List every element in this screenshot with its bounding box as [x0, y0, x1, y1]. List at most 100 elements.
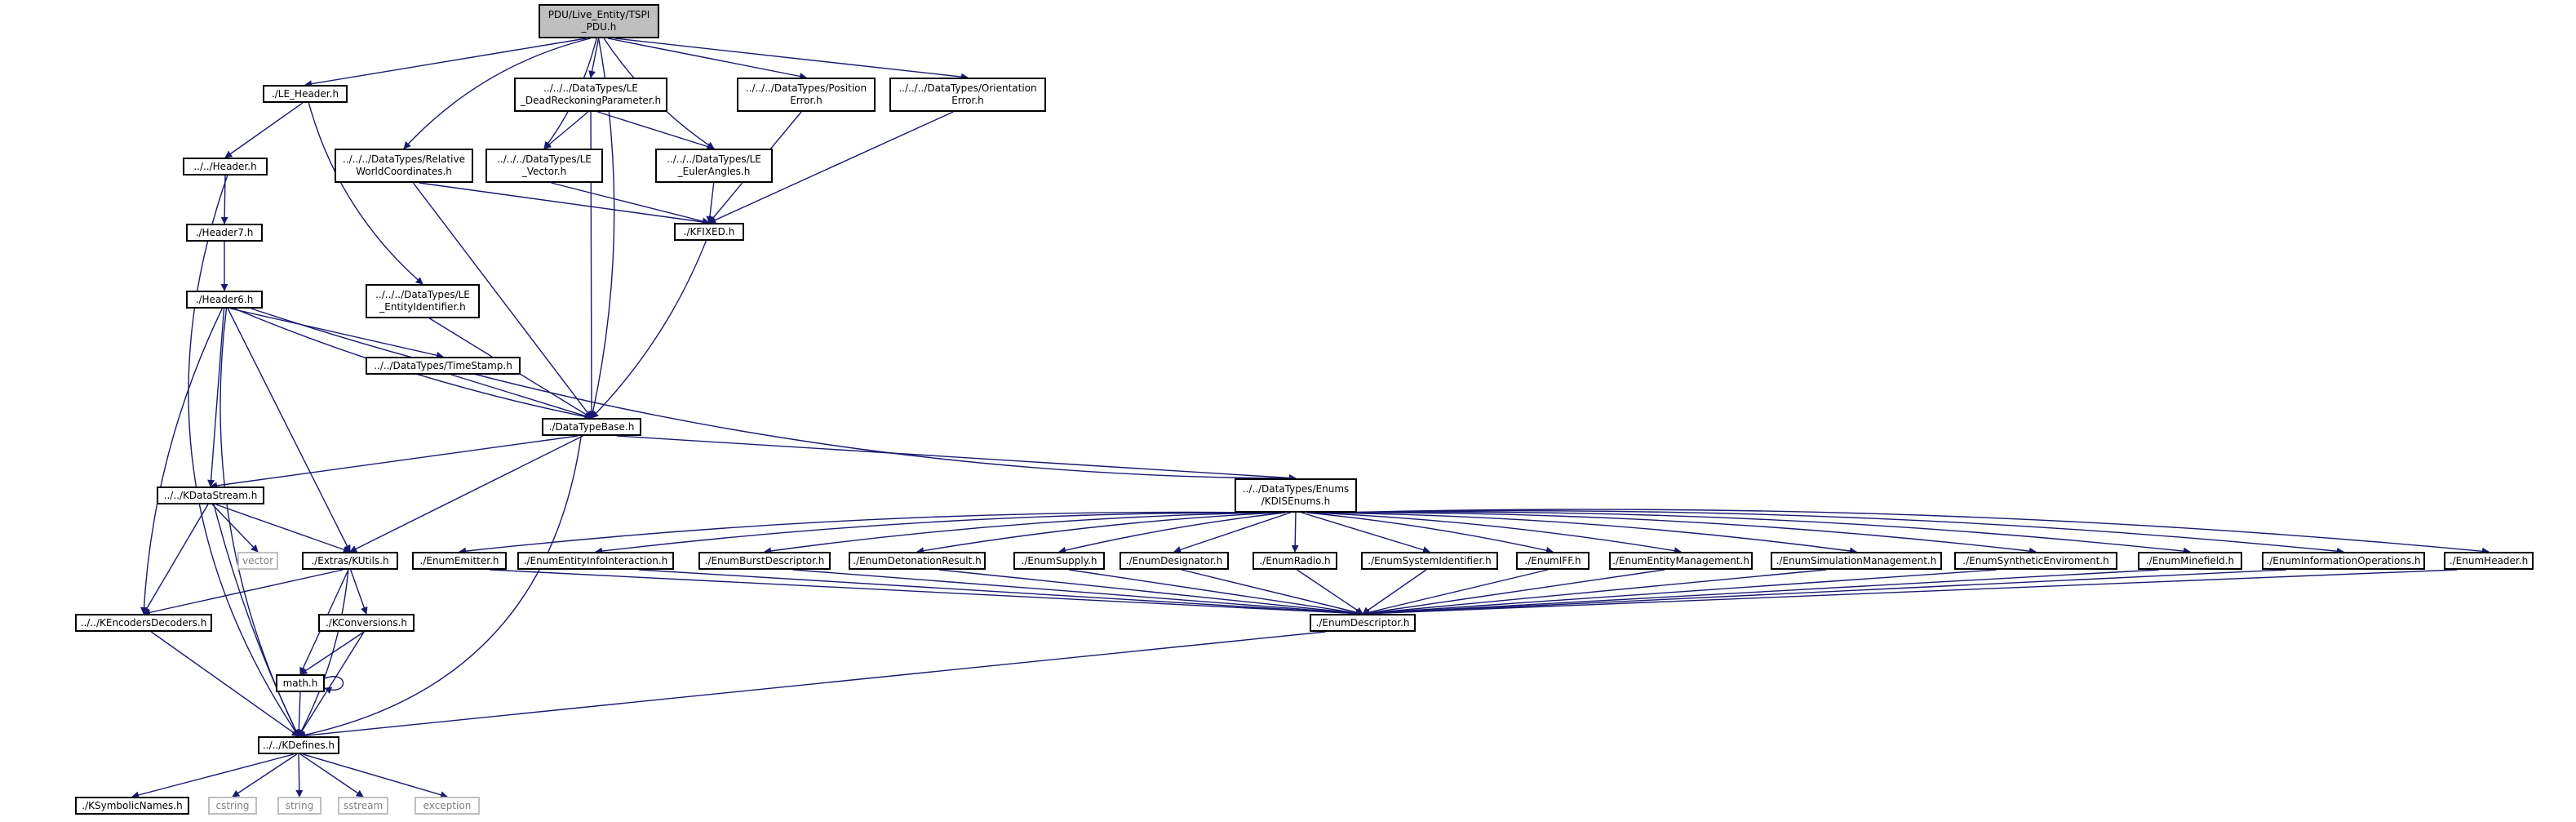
edge-kdis-enums-to-enum-minefield — [1334, 511, 2191, 555]
node-data-type-base[interactable]: ./DataTypeBase.h — [542, 418, 641, 436]
edge-data-type-base-to-kdefines — [298, 435, 582, 739]
edge-kdis-enums-to-enum-detonation-result — [916, 512, 1279, 555]
edge-kconversions-to-math — [299, 631, 365, 675]
edge-kdis-enums-to-enum-synthetic-enviroment — [1328, 512, 2037, 555]
node-enum-iff[interactable]: ./EnumIFF.h — [1516, 552, 1589, 570]
node-timestamp[interactable]: ../../DataTypes/TimeStamp.h — [366, 357, 521, 375]
edge-dead-reckoning-parameter-to-le-vector — [543, 111, 589, 149]
node-enum-supply[interactable]: ./EnumSupply.h — [1013, 552, 1105, 570]
edge-header-to-kdefines — [188, 175, 299, 737]
node-le-header[interactable]: ./LE_Header.h — [263, 85, 348, 103]
edge-data-type-base-to-kutils — [349, 435, 583, 553]
edge-enum-system-identifier-to-enum-descriptor — [1362, 569, 1427, 615]
edge-kdis-enums-to-enum-radio — [1291, 512, 1299, 553]
node-enum-detonation-result[interactable]: ./EnumDetonationResult.h — [849, 552, 986, 570]
node-exception[interactable]: exception — [415, 797, 480, 815]
edge-kfixed-to-data-type-base — [591, 240, 707, 419]
edge-math-self-loop — [324, 676, 344, 695]
node-enum-descriptor[interactable]: ./EnumDescriptor.h — [1310, 614, 1416, 632]
node-enum-minefield[interactable]: ./EnumMinefield.h — [2138, 552, 2242, 570]
node-kdefines[interactable]: ../../KDefines.h — [258, 736, 339, 754]
node-enum-radio[interactable]: ./EnumRadio.h — [1253, 552, 1337, 570]
edge-header6-to-kdis-enums — [251, 308, 1297, 482]
edge-kutils-to-kdefines — [298, 569, 349, 737]
node-kutils[interactable]: ./Extras/KUtils.h — [302, 552, 398, 570]
edge-kdata-stream-to-kdefines — [213, 504, 299, 737]
node-enum-header[interactable]: ./EnumHeader.h — [2444, 552, 2534, 570]
node-sstream[interactable]: sstream — [338, 797, 388, 815]
node-dead-reckoning-parameter[interactable]: ../../../DataTypes/LE _DeadReckoningPara… — [514, 78, 667, 112]
edge-kconversions-to-kdefines — [298, 631, 365, 737]
edge-root-to-relative-world-coordinates — [403, 38, 591, 149]
node-le-entity-identifier[interactable]: ../../../DataTypes/LE _EntityIdentifier.… — [366, 284, 480, 318]
node-kfixed[interactable]: ./KFIXED.h — [674, 223, 744, 241]
node-kencoders-decoders[interactable]: ../../KEncodersDecoders.h — [75, 614, 212, 632]
node-string[interactable]: string — [277, 797, 321, 815]
node-enum-information-operations[interactable]: ./EnumInformationOperations.h — [2262, 552, 2425, 570]
node-cstring[interactable]: cstring — [208, 797, 257, 815]
edge-math-to-kdefines — [295, 691, 303, 737]
edge-relative-world-coordinates-to-data-type-base — [412, 182, 592, 419]
edge-header-to-header7 — [220, 175, 228, 224]
edge-enum-designator-to-enum-descriptor — [1181, 569, 1363, 616]
node-orientation-error[interactable]: ../../../DataTypes/Orientation Error.h — [889, 78, 1046, 112]
node-le-vector[interactable]: ../../../DataTypes/LE _Vector.h — [485, 149, 603, 183]
node-enum-entity-management[interactable]: ./EnumEntityManagement.h — [1609, 552, 1753, 570]
edge-enum-burst-descriptor-to-enum-descriptor — [792, 569, 1363, 617]
dependency-edges — [131, 38, 2490, 799]
edge-enum-iff-to-enum-descriptor — [1362, 569, 1549, 616]
edge-relative-world-coordinates-to-kfixed — [419, 182, 710, 226]
edge-kdis-enums-to-enum-burst-descriptor — [764, 512, 1273, 555]
edge-enum-detonation-result-to-enum-descriptor — [938, 569, 1363, 617]
edge-root-to-orientation-error — [614, 38, 969, 81]
node-header6[interactable]: ./Header6.h — [186, 291, 263, 309]
edge-kdefines-to-ksymbolic-names — [131, 753, 295, 799]
edge-kdis-enums-to-enum-iff — [1306, 512, 1554, 554]
node-enum-system-identifier[interactable]: ./EnumSystemIdentifier.h — [1361, 552, 1498, 570]
edge-kdefines-to-sstream — [299, 753, 364, 798]
edge-enum-emitter-to-enum-descriptor — [490, 569, 1363, 618]
node-header7[interactable]: ./Header7.h — [186, 224, 263, 242]
edge-enum-descriptor-to-kdefines — [298, 631, 1326, 740]
edge-le-euler-angles-to-kfixed — [706, 182, 715, 224]
edge-kencoders-decoders-to-kdefines — [150, 631, 299, 737]
node-enum-entity-info-interaction[interactable]: ./EnumEntityInfoInteraction.h — [517, 552, 674, 570]
node-header[interactable]: ../../Header.h — [183, 158, 268, 176]
edge-kdis-enums-to-enum-designator — [1173, 512, 1291, 553]
edge-timestamp-to-data-type-base — [450, 374, 592, 420]
node-root[interactable]: PDU/Live_Entity/TSPI _PDU.h — [539, 4, 659, 38]
node-ksymbolic-names[interactable]: ./KSymbolicNames.h — [75, 797, 189, 815]
edge-kdata-stream-to-kencoders-decoders — [143, 504, 209, 615]
edge-enum-entity-management-to-enum-descriptor — [1362, 569, 1665, 617]
node-kdata-stream[interactable]: ../../KDataStream.h — [157, 487, 264, 504]
edge-enum-information-operations-to-enum-descriptor — [1362, 569, 2287, 618]
edge-enum-minefield-to-enum-descriptor — [1362, 569, 2160, 618]
node-enum-simulation-management[interactable]: ./EnumSimulationManagement.h — [1771, 552, 1942, 570]
edge-kdis-enums-to-enum-system-identifier — [1301, 512, 1430, 553]
edge-kdis-enums-to-enum-information-operations — [1338, 510, 2344, 555]
edge-kdis-enums-to-enum-header — [1338, 509, 2490, 555]
edge-root-to-position-error — [607, 38, 807, 80]
node-enum-synthetic-enviroment[interactable]: ./EnumSyntheticEnviroment.h — [1954, 552, 2117, 570]
edge-enum-entity-info-interaction-to-enum-descriptor — [638, 569, 1363, 617]
node-enum-burst-descriptor[interactable]: ./EnumBurstDescriptor.h — [698, 552, 831, 570]
node-enum-emitter[interactable]: ./EnumEmitter.h — [412, 552, 507, 570]
node-position-error[interactable]: ../../../DataTypes/Position Error.h — [737, 78, 876, 112]
node-enum-designator[interactable]: ./EnumDesignator.h — [1120, 552, 1229, 570]
edge-kdis-enums-to-enum-entity-info-interaction — [595, 512, 1266, 555]
node-vector[interactable]: vector — [237, 552, 278, 570]
node-le-euler-angles[interactable]: ../../../DataTypes/LE _EulerAngles.h — [655, 149, 773, 183]
node-kdis-enums[interactable]: ../../DataTypes/Enums /KDISEnums.h — [1235, 478, 1357, 513]
edge-kdis-enums-to-enum-entity-management — [1312, 512, 1682, 555]
edge-le-vector-to-kfixed — [551, 182, 710, 225]
edge-header6-to-kutils — [227, 308, 351, 553]
edge-kdis-enums-to-enum-supply — [1058, 512, 1286, 554]
edge-root-to-le-header — [304, 38, 587, 88]
node-kconversions[interactable]: ./KConversions.h — [318, 614, 415, 632]
node-relative-world-coordinates[interactable]: ../../../DataTypes/Relative WorldCoordin… — [335, 149, 473, 183]
edge-kdis-enums-to-enum-simulation-management — [1320, 512, 1857, 555]
edge-header6-to-timestamp — [230, 308, 444, 359]
node-math[interactable]: math.h — [276, 674, 325, 692]
edge-kdata-stream-to-vector — [211, 504, 259, 553]
